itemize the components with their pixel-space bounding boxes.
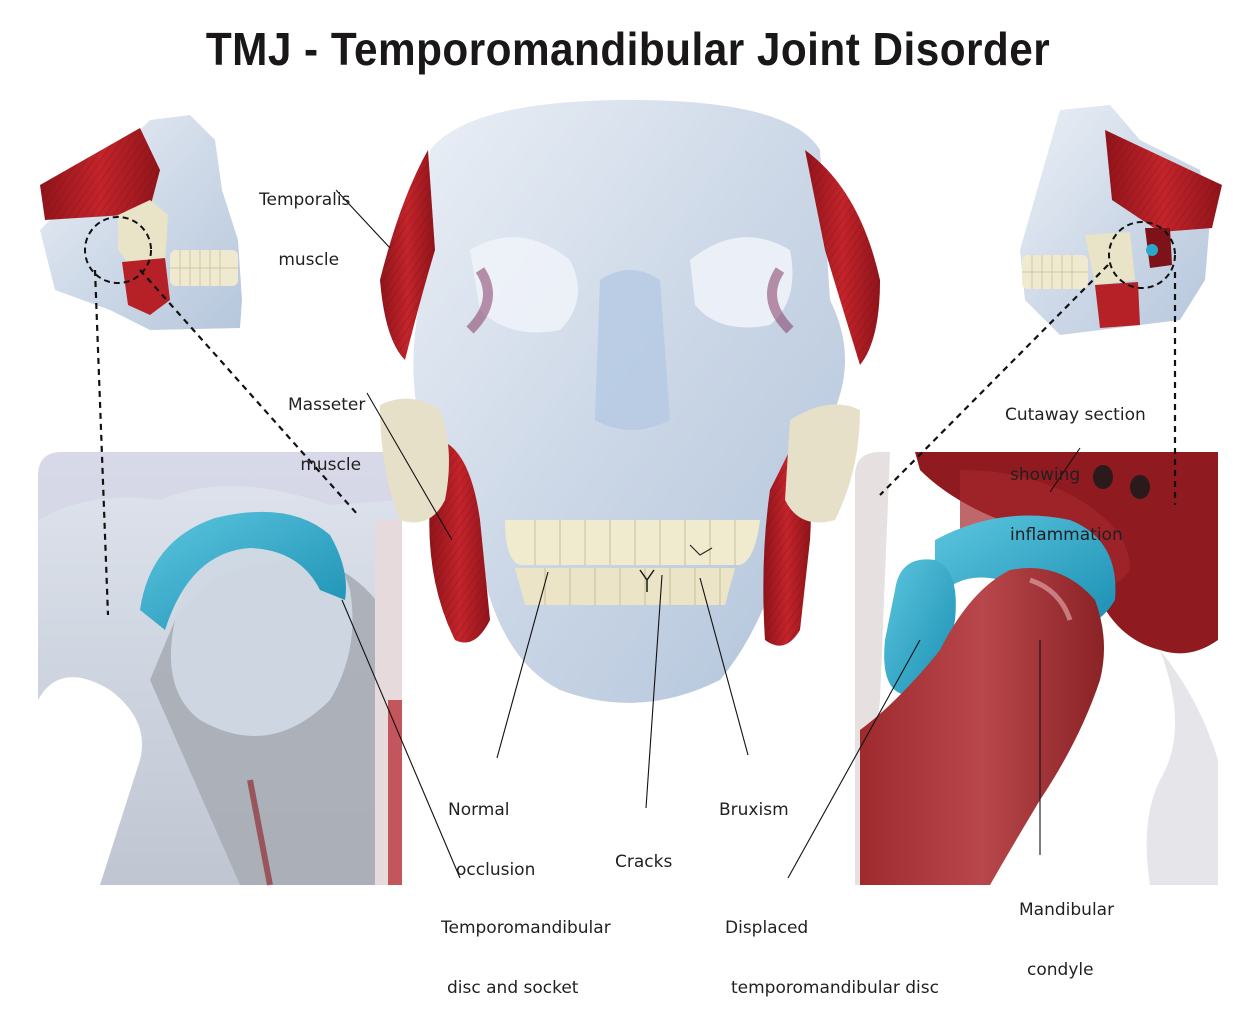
label-displaced-disc: Displaced temporomandibular disc xyxy=(725,918,939,998)
right-lateral-skull xyxy=(1020,105,1222,335)
label-normal-occlusion: Normal occlusion xyxy=(448,800,536,880)
label-cracks: Cracks xyxy=(615,852,673,872)
left-closeup-normal-joint xyxy=(38,452,402,886)
label-mandibular-condyle: Mandibular condyle xyxy=(1019,900,1115,980)
label-temporalis-muscle: Temporalis muscle xyxy=(259,190,351,270)
page-title: TMJ - Temporomandibular Joint Disorder xyxy=(205,23,1051,75)
connector-lines xyxy=(93,264,1177,616)
label-cutaway-section: Cutaway section showing inflammation xyxy=(1005,405,1146,545)
leader-lines xyxy=(335,189,1081,879)
front-skull xyxy=(380,100,880,703)
right-closeup-displaced-disc xyxy=(855,452,1218,885)
diagram-artwork xyxy=(38,100,1222,886)
left-lateral-skull xyxy=(40,115,242,330)
label-tmj-disc-and-socket: Temporomandibular disc and socket xyxy=(441,918,611,998)
label-masseter-muscle: Masseter muscle xyxy=(288,395,366,475)
label-bruxism: Bruxism xyxy=(719,800,789,820)
